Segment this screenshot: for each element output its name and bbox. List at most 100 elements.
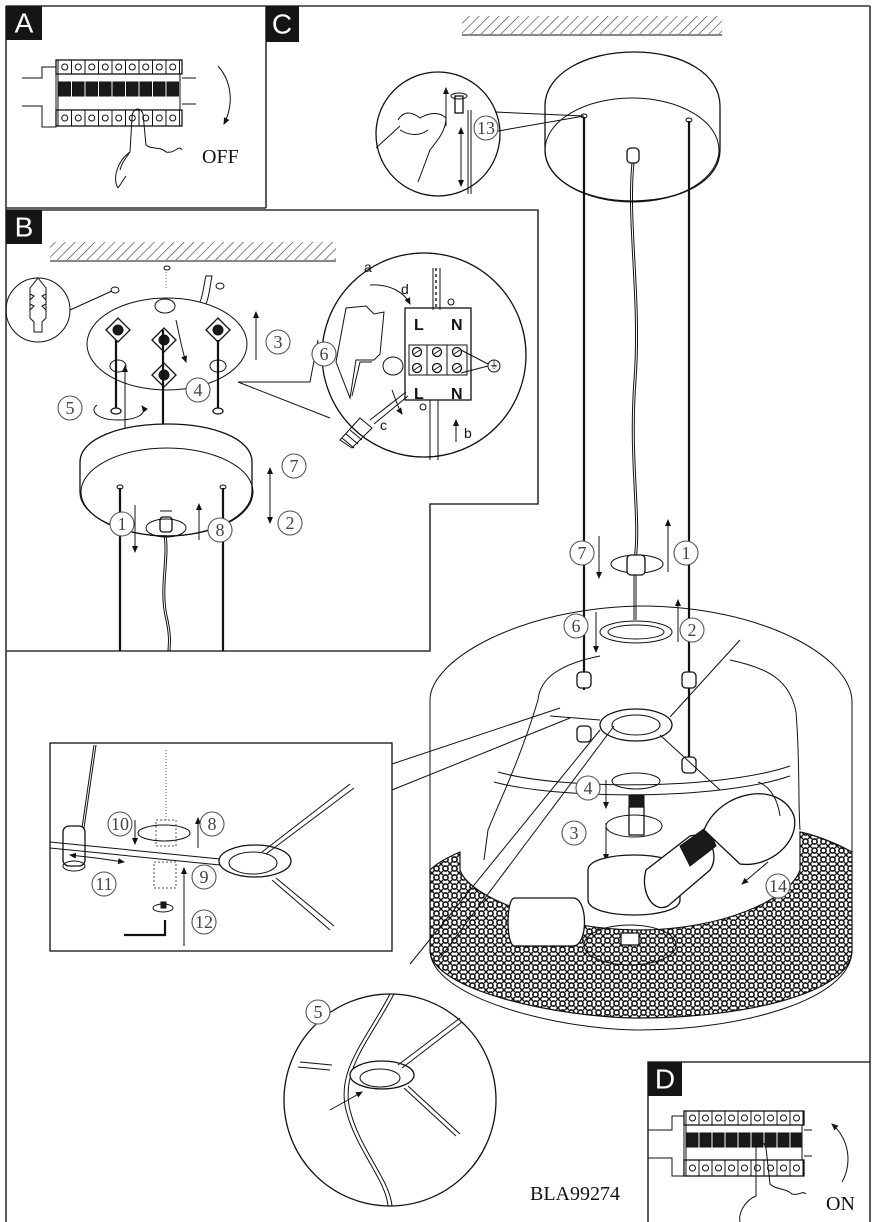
earth-symbol: ⏚	[489, 360, 499, 372]
step-number: 13	[473, 115, 499, 141]
svg-text:4: 4	[194, 380, 203, 400]
breaker-switch	[126, 81, 139, 97]
svg-text:7: 7	[290, 456, 299, 476]
svg-text:2: 2	[286, 513, 295, 533]
ceiling-hatch-c	[462, 16, 722, 34]
panel-a-letter-badge: A	[6, 6, 42, 40]
svg-text:14: 14	[769, 876, 787, 896]
svg-text:10: 10	[111, 814, 129, 834]
ceiling-plate	[86, 297, 248, 391]
terminal-label-n-top: N	[451, 317, 463, 334]
svg-text:8: 8	[216, 520, 225, 540]
panel-b-letter: B	[15, 212, 34, 243]
step-number: 4	[185, 377, 211, 403]
step-number: 3	[561, 820, 587, 846]
circuit-breaker-icon	[648, 1110, 812, 1177]
svg-text:4: 4	[584, 778, 593, 798]
svg-text:5: 5	[66, 398, 75, 418]
cable-detail	[375, 71, 585, 197]
terminal-label-l-top: L	[414, 317, 424, 334]
breaker-switch	[72, 81, 85, 97]
off-arrow-icon	[217, 65, 231, 125]
svg-text:11: 11	[95, 874, 112, 894]
panel-a-letter: A	[15, 8, 34, 39]
step-number: 2	[679, 617, 705, 643]
hand-icon	[375, 112, 447, 183]
terminal-block-detail: L N L N ⏚ a b c d	[237, 252, 527, 460]
panel-b: B	[5, 210, 527, 652]
step-number: 9	[191, 864, 217, 890]
breaker-switch	[85, 81, 98, 97]
panel-d-letter: D	[655, 1064, 675, 1095]
hand-icon	[115, 108, 183, 189]
panel-d: D ON	[648, 1062, 855, 1222]
step-number: 14	[765, 873, 791, 899]
callout-a: a	[364, 259, 372, 275]
step-number: 11	[91, 871, 117, 897]
arm-ring-detail: 5	[283, 993, 497, 1207]
step-number: 8	[207, 517, 233, 543]
svg-text:3: 3	[570, 823, 579, 843]
svg-text:7: 7	[578, 543, 587, 563]
svg-text:13: 13	[477, 118, 495, 138]
svg-text:2: 2	[688, 620, 697, 640]
breaker-switch	[751, 1132, 764, 1148]
svg-text:5: 5	[314, 1002, 323, 1022]
breaker-switch	[58, 81, 71, 97]
wire-gripper	[681, 756, 697, 774]
panel-d-letter-badge: D	[648, 1062, 682, 1096]
breaker-switch	[725, 1132, 738, 1148]
screws	[110, 330, 224, 424]
step-number: 6	[563, 613, 589, 639]
breaker-switch	[699, 1132, 712, 1148]
step-number: 5	[57, 395, 83, 421]
breaker-switch	[777, 1132, 790, 1148]
step-number: 3	[265, 329, 291, 355]
arm-fixing-detail: 10 8 11 9 12	[49, 742, 393, 952]
breaker-switch	[153, 81, 166, 97]
svg-text:6: 6	[572, 616, 581, 636]
svg-text:8: 8	[208, 814, 217, 834]
breaker-switch	[686, 1132, 699, 1148]
svg-text:1: 1	[118, 514, 127, 534]
panel-c-letter: C	[272, 9, 292, 40]
breaker-switch	[112, 81, 125, 97]
terminal-label-n-bottom: N	[451, 386, 463, 403]
breaker-switch	[790, 1132, 803, 1148]
terminal-label-l-bottom: L	[414, 386, 424, 403]
breaker-switch	[166, 81, 179, 97]
step-number: 1	[673, 540, 699, 566]
breaker-switch	[99, 81, 112, 97]
screwdriver-icon	[339, 391, 409, 449]
model-code: BLA99274	[530, 1183, 620, 1205]
svg-text:3: 3	[274, 332, 283, 352]
svg-text:6: 6	[320, 344, 329, 364]
step-number: 5	[305, 999, 331, 1025]
wire-gripper	[576, 671, 592, 689]
step-number: 7	[569, 540, 595, 566]
canopy	[79, 423, 254, 538]
wall-plug-icon	[5, 277, 120, 343]
lamp-shade	[429, 605, 853, 1031]
svg-text:1: 1	[682, 543, 691, 563]
step-number: 7	[281, 453, 307, 479]
step-number: 8	[199, 811, 225, 837]
panel-d-caption: ON	[826, 1193, 855, 1215]
wire-gripper	[576, 725, 592, 743]
breaker-switch	[712, 1132, 725, 1148]
step-number: 10	[107, 811, 133, 837]
svg-text:12: 12	[195, 912, 213, 932]
panel-c: C	[266, 6, 853, 1031]
step-number: 4	[575, 775, 601, 801]
callout-b: b	[464, 425, 472, 441]
breaker-switch	[764, 1132, 777, 1148]
panel-a-caption: OFF	[202, 146, 239, 168]
svg-text:9: 9	[200, 867, 209, 887]
panel-c-letter-badge: C	[266, 6, 299, 42]
light-bulb-icon	[643, 793, 796, 909]
circuit-breaker-icon	[22, 59, 196, 128]
allen-key-icon	[124, 920, 167, 937]
ceiling-hatch	[50, 242, 336, 260]
panel-b-letter-badge: B	[6, 210, 42, 244]
